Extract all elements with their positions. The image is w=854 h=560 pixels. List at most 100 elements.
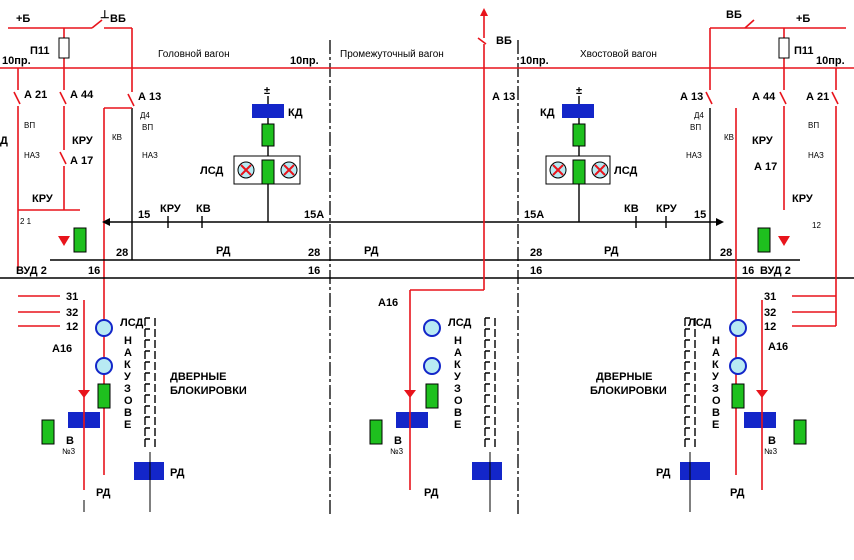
fuse-p11-left xyxy=(58,37,70,59)
door-lock-middle-contact xyxy=(484,328,496,337)
svg-text:РД: РД xyxy=(424,487,439,499)
svg-text:КВ: КВ xyxy=(624,203,639,215)
svg-text:КВ: КВ xyxy=(724,133,734,142)
diode-right xyxy=(778,236,790,246)
switch-a13-right xyxy=(705,91,713,105)
stack-left-letter: О xyxy=(124,395,133,407)
lsd-label-left: ЛСД xyxy=(200,165,224,177)
kru-label-left-1: КРУ xyxy=(72,135,93,147)
d-label-left: Д xyxy=(0,135,8,147)
svg-text:БЛОКИРОВКИ: БЛОКИРОВКИ xyxy=(170,385,247,397)
lsd-star-icon xyxy=(729,319,747,337)
lamp-right-1 xyxy=(572,123,586,147)
svg-text:РД: РД xyxy=(170,467,185,479)
svg-text:В: В xyxy=(394,435,402,447)
relay-rd xyxy=(680,462,710,480)
stack-left-letter: В xyxy=(124,407,132,419)
vud2-label-right: ВУД 2 xyxy=(760,265,791,277)
svg-text:32: 32 xyxy=(66,307,78,319)
stack-left-letter: К xyxy=(124,359,131,371)
lsd-label-right: ЛСД xyxy=(614,165,638,177)
svg-text:28: 28 xyxy=(530,247,542,259)
stack-middle-letter: О xyxy=(454,395,463,407)
svg-text:28: 28 xyxy=(116,247,128,259)
plus-b-right: +Б xyxy=(796,13,810,25)
svg-text:32: 32 xyxy=(764,307,776,319)
door-lock-left-contact xyxy=(144,317,156,326)
stack-left-letter: У xyxy=(124,371,131,383)
svg-text:ЛСД: ЛСД xyxy=(688,317,712,329)
vp-label-left: ВП xyxy=(24,121,35,130)
lsd-star-icon xyxy=(95,319,113,337)
door-lock-middle-contact xyxy=(484,361,496,370)
svg-text:12: 12 xyxy=(764,321,776,333)
lamp-left-2 xyxy=(261,159,275,185)
svg-text:28: 28 xyxy=(720,247,732,259)
svg-text:15: 15 xyxy=(138,209,150,221)
svg-text:РД: РД xyxy=(656,467,671,479)
switch-a17-left xyxy=(59,151,67,165)
kd-label-right: КД xyxy=(540,107,555,119)
svg-text:15: 15 xyxy=(694,209,706,221)
svg-text:16: 16 xyxy=(88,265,100,277)
stack-right-letter: Н xyxy=(712,335,720,347)
section-tail-title: Хвостовой вагон xyxy=(580,49,657,60)
section-middle-title: Промежуточный вагон xyxy=(340,49,444,60)
svg-text:ВП: ВП xyxy=(690,123,701,132)
svg-text:А 13: А 13 xyxy=(680,91,703,103)
naz-label-left: НАЗ xyxy=(24,151,40,160)
stack-left-letter: З xyxy=(124,383,131,395)
svg-text:±: ± xyxy=(264,85,270,97)
switch-a21-right xyxy=(831,91,839,105)
lsd-star-icon xyxy=(423,319,441,337)
svg-text:⊥: ⊥ xyxy=(100,9,110,21)
svg-text:КРУ: КРУ xyxy=(752,135,773,147)
car-left-bottom: ЛСД В №3 РД ДВЕРНЫЕ БЛОКИРОВКИ РД xyxy=(41,300,247,512)
a17-label-left: А 17 xyxy=(70,155,93,167)
door-lock-right-contact xyxy=(684,405,696,414)
svg-text:А 17: А 17 xyxy=(754,161,777,173)
lamp xyxy=(731,383,745,409)
door-lock-middle-contact xyxy=(484,416,496,425)
svg-text:РД: РД xyxy=(730,487,745,499)
svg-text:16: 16 xyxy=(530,265,542,277)
lamp-right-2 xyxy=(572,159,586,185)
switch-a21-left xyxy=(13,91,21,105)
svg-text:ЛСД: ЛСД xyxy=(120,317,144,329)
p11-label-left: П11 xyxy=(30,45,50,57)
svg-text:НАЗ: НАЗ xyxy=(808,151,824,160)
svg-text:КВ: КВ xyxy=(196,203,211,215)
a21-label-left: А 21 xyxy=(24,89,47,101)
door-lock-left-contact xyxy=(144,427,156,436)
door-lock-right-contact xyxy=(684,394,696,403)
stack-right-letter: А xyxy=(712,347,720,359)
lamp xyxy=(425,383,439,409)
svg-text:12: 12 xyxy=(812,221,821,230)
door-lock-right-contact xyxy=(684,339,696,348)
door-lock-left-contact xyxy=(144,438,156,447)
section-head-title: Головной вагон xyxy=(158,49,230,60)
door-lock-middle-contact xyxy=(484,339,496,348)
door-lock-right-contact xyxy=(684,427,696,436)
door-lock-right-contact xyxy=(684,383,696,392)
door-lock-left-contact xyxy=(144,383,156,392)
door-lock-right-contact xyxy=(684,350,696,359)
svg-text:№3: №3 xyxy=(62,447,76,456)
door-lock-right-contact xyxy=(684,328,696,337)
svg-text:А 44: А 44 xyxy=(752,91,776,103)
svg-text:РД: РД xyxy=(604,245,619,257)
arrow-up-icon xyxy=(480,8,488,16)
svg-text:ВП: ВП xyxy=(808,121,819,130)
stack-middle-letter: Е xyxy=(454,419,461,431)
svg-text:РД: РД xyxy=(364,245,379,257)
svg-text:Д4: Д4 xyxy=(140,111,150,120)
lamp-left-3 xyxy=(73,227,87,253)
svg-text:±: ± xyxy=(576,85,582,97)
svg-text:Д4: Д4 xyxy=(694,111,704,120)
stack-right-letter: К xyxy=(712,359,719,371)
door-lock-middle-contact xyxy=(484,427,496,436)
vud2-label-left: ВУД 2 xyxy=(16,265,47,277)
svg-text:16: 16 xyxy=(742,265,754,277)
svg-text:НАЗ: НАЗ xyxy=(142,151,158,160)
lamp xyxy=(97,383,111,409)
